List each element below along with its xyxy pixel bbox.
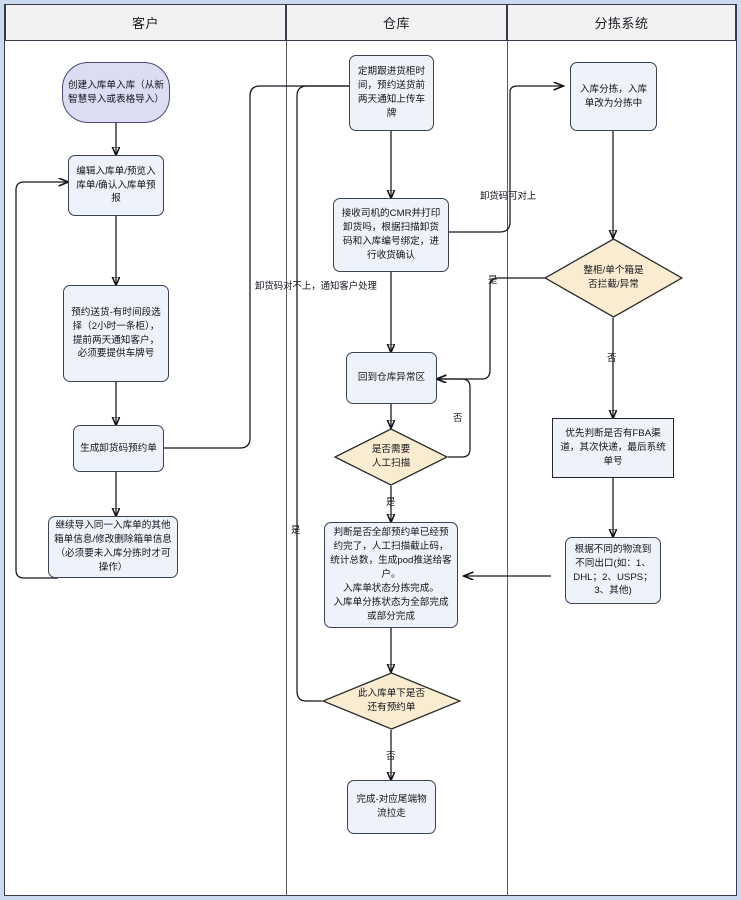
node-edit-order[interactable]: 编辑入库单/预览入库单/确认入库单预报	[68, 155, 164, 216]
node-book-delivery[interactable]: 预约送货-有时间段选择（2小时一条柜），提前两天通知客户，必须要提供车牌号	[63, 285, 169, 382]
lane-header-customer: 客户	[5, 4, 286, 41]
node-track-container[interactable]: 定期跟进货柜时间，预约送货前两天通知上传车牌	[349, 55, 434, 131]
node-gen-unload-code[interactable]: 生成卸货码预约单	[73, 425, 164, 472]
edge-label-yes-2: 是	[386, 496, 396, 507]
node-create-order[interactable]: 创建入库单入库（从新智慧导入或表格导入）	[62, 62, 170, 123]
node-continue-import[interactable]: 继续导入同一入库单的其他箱单信息/修改删除箱单信息（必须要未入库分拣时才可操作）	[48, 516, 178, 578]
node-inbound-sorting[interactable]: 入库分拣，入库单改为分拣中	[570, 62, 657, 131]
lane-divider-2	[507, 41, 508, 896]
edge-label-no-2: 否	[453, 412, 463, 423]
lane-divider-1	[286, 41, 287, 896]
node-receive-cmr[interactable]: 接收司机的CMR并打印卸货吗，根据扫描卸货码和入库编号绑定，进行收货确认	[333, 198, 449, 272]
container-abnormal-label: 整柜/单个箱是 否拦截/异常	[583, 265, 644, 290]
edge-label-yes-3: 是	[291, 524, 301, 535]
need-manual-scan-label: 是否需要 人工扫描	[371, 444, 411, 469]
node-route-by-carrier[interactable]: 根据不同的物流到不同出口(如：1、DHL；2、USPS；3、其他)	[565, 537, 661, 604]
node-need-manual-scan[interactable]: 是否需要 人工扫描	[334, 428, 448, 486]
node-judge-all-booked[interactable]: 判断是否全部预约单已经预约完了，人工扫描截止码，统计总数，生成pod推送给客户。…	[324, 522, 458, 628]
lane-header-warehouse: 仓库	[286, 4, 507, 41]
edge-label-yes-1: 是	[488, 274, 498, 285]
node-finish-pickup[interactable]: 完成-对应尾端物流拉走	[347, 780, 436, 834]
edge-label-no-1: 否	[607, 352, 617, 363]
edge-label-unload-code-mismatch: 卸货码对不上，通知客户处理	[255, 280, 377, 291]
any-booking-left-label: 此入库单下是否 还有预约单	[357, 688, 426, 713]
node-priority-judge[interactable]: 优先判断是否有FBA渠道，其次快递，最后系统单号	[552, 418, 674, 478]
edge-label-unload-code-match: 卸货码可对上	[480, 190, 537, 201]
lane-header-sorting: 分拣系统	[507, 4, 736, 41]
edge-label-no-3: 否	[386, 750, 396, 761]
node-back-to-abnormal[interactable]: 回到仓库异常区	[346, 352, 437, 404]
node-container-abnormal[interactable]: 整柜/单个箱是 否拦截/异常	[544, 238, 683, 318]
node-any-booking-left[interactable]: 此入库单下是否 还有预约单	[322, 672, 461, 730]
